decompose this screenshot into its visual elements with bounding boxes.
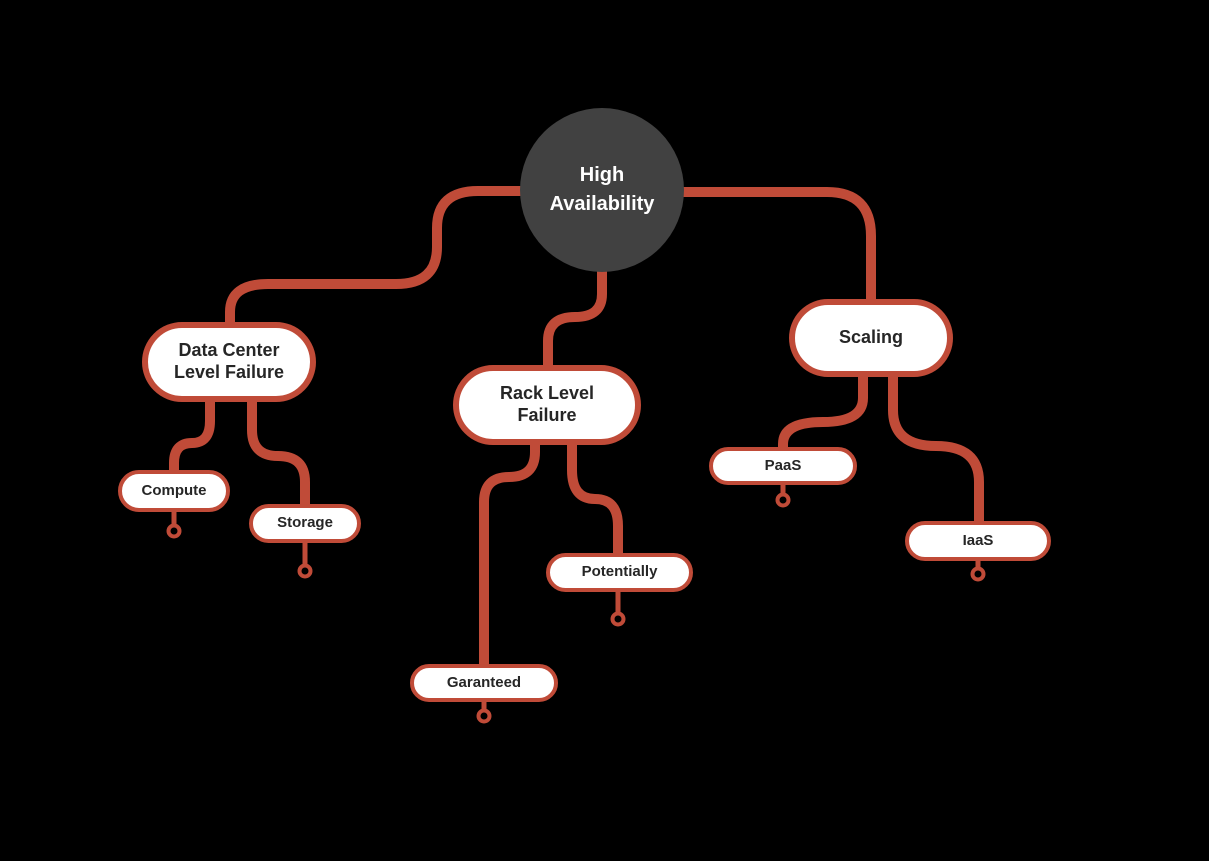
node-label: Rack Level Failure (499, 383, 595, 425)
node-storage[interactable]: Storage (249, 504, 361, 543)
branch-endpoint-potentially[interactable] (610, 611, 626, 627)
connector-data-center-to-compute (169, 398, 215, 476)
node-data-center-level-failure[interactable]: Data Center Level Failure (142, 322, 316, 402)
node-garanteed[interactable]: Garanteed (410, 664, 558, 702)
node-scaling[interactable]: Scaling (789, 299, 953, 377)
connector-data-center-to-storage (247, 398, 310, 510)
node-label: IaaS (962, 531, 994, 549)
node-iaas[interactable]: IaaS (905, 521, 1051, 561)
branch-endpoint-storage[interactable] (297, 563, 313, 579)
node-label: Scaling (838, 327, 904, 348)
branch-endpoint-compute[interactable] (166, 523, 182, 539)
node-label: Potentially (581, 563, 658, 581)
node-label: Data Center Level Failure (173, 340, 285, 382)
node-paas[interactable]: PaaS (709, 447, 857, 485)
connector-scaling-to-paas (778, 373, 868, 453)
connector-rack-level-to-garanteed (479, 441, 540, 670)
node-high-availability[interactable]: High Availability (520, 108, 684, 272)
connector-root-to-scaling (678, 187, 876, 306)
branch-endpoint-garanteed[interactable] (476, 708, 492, 724)
connector-root-to-data-center (225, 186, 527, 330)
node-label: Compute (141, 481, 207, 499)
node-rack-level-failure[interactable]: Rack Level Failure (453, 365, 641, 445)
connector-root-to-rack-level (543, 266, 607, 372)
branch-endpoint-paas[interactable] (775, 492, 791, 508)
connector-rack-level-to-potentially (567, 441, 623, 559)
node-label: Garanteed (446, 673, 522, 691)
node-label: High Availability (549, 164, 655, 215)
node-label: Storage (277, 514, 333, 532)
connector-scaling-to-iaas (888, 373, 984, 527)
node-label: PaaS (764, 456, 802, 474)
node-potentially[interactable]: Potentially (546, 553, 693, 592)
branch-endpoint-iaas[interactable] (970, 566, 986, 582)
node-compute[interactable]: Compute (118, 470, 230, 512)
